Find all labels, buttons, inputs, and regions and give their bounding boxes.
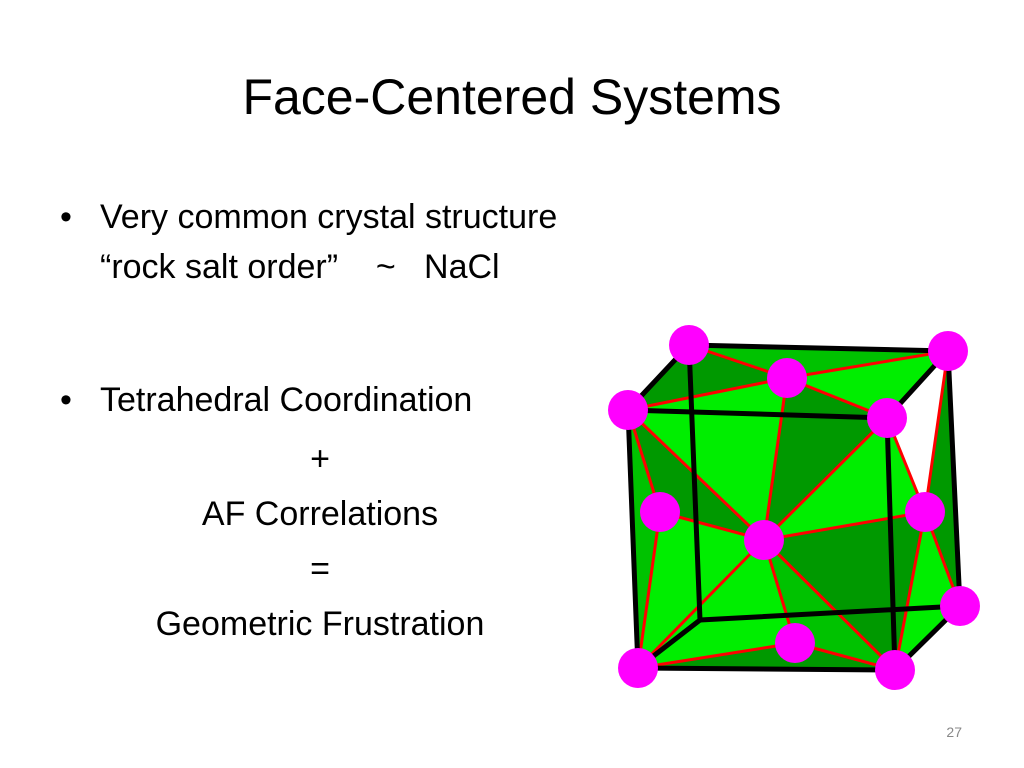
fcc-crystal-figure: [608, 325, 980, 690]
bond-edge: [637, 641, 796, 670]
tetrahedron-face: [628, 345, 787, 410]
bond-edge: [636, 511, 662, 669]
cube-edge: [635, 665, 898, 673]
atom: [669, 325, 709, 365]
atom: [775, 623, 815, 663]
bond-edge: [762, 538, 897, 672]
bullet-text: Very common crystal structure “rock salt…: [100, 192, 557, 292]
tetrahedron-face: [925, 351, 960, 606]
bullet-line: Very common crystal structure: [100, 198, 558, 236]
tetrahedron-face: [787, 351, 948, 418]
equation-line: Geometric Frustration: [155, 605, 485, 643]
atom: [928, 331, 968, 371]
cube-edge: [686, 342, 951, 354]
tetrahedron-face: [638, 643, 895, 670]
tetrahedron-face: [764, 418, 925, 540]
bullet-marker: •: [60, 381, 72, 419]
tetrahedron-face: [628, 378, 787, 540]
cube-edge: [697, 603, 963, 623]
cube-edges: [625, 342, 963, 673]
bullet-text: Tetrahedral Coordination: [100, 375, 472, 425]
atom: [875, 650, 915, 690]
page-number: 27: [946, 724, 962, 740]
atom: [744, 520, 784, 560]
bullet-line: “rock salt order” ~ NaCl: [100, 248, 500, 286]
atom: [905, 492, 945, 532]
bond-edge: [763, 510, 926, 542]
cube-edge: [625, 407, 641, 671]
bullet-marker: •: [60, 198, 72, 236]
bullet-line: Tetrahedral Coordination: [100, 381, 473, 419]
bond-edge: [893, 511, 927, 671]
atom: [767, 358, 807, 398]
bond-edge: [762, 377, 789, 541]
cube-edge: [625, 407, 890, 421]
bond-edge: [627, 376, 788, 412]
slide-title: Face-Centered Systems: [242, 69, 782, 125]
atom: [618, 648, 658, 688]
bond-edge: [762, 416, 889, 542]
tetrahedron-face: [689, 345, 948, 378]
equation-block: + AF Correlations = Geometric Frustratio…: [100, 432, 540, 652]
tetrahedron-face: [764, 512, 925, 670]
atom: [608, 390, 648, 430]
atoms: [608, 325, 980, 690]
cube-edge: [884, 415, 898, 673]
cube-edge: [686, 342, 703, 623]
equation-line: AF Correlations: [201, 495, 439, 533]
tetrahedron-face: [895, 512, 960, 670]
bond-edge: [786, 349, 949, 380]
atom: [940, 586, 980, 626]
atom: [867, 398, 907, 438]
atom: [640, 492, 680, 532]
plus-sign: +: [310, 440, 330, 478]
equals-sign: =: [310, 550, 330, 588]
bond-edge: [923, 350, 950, 513]
cube-edge: [945, 348, 963, 609]
